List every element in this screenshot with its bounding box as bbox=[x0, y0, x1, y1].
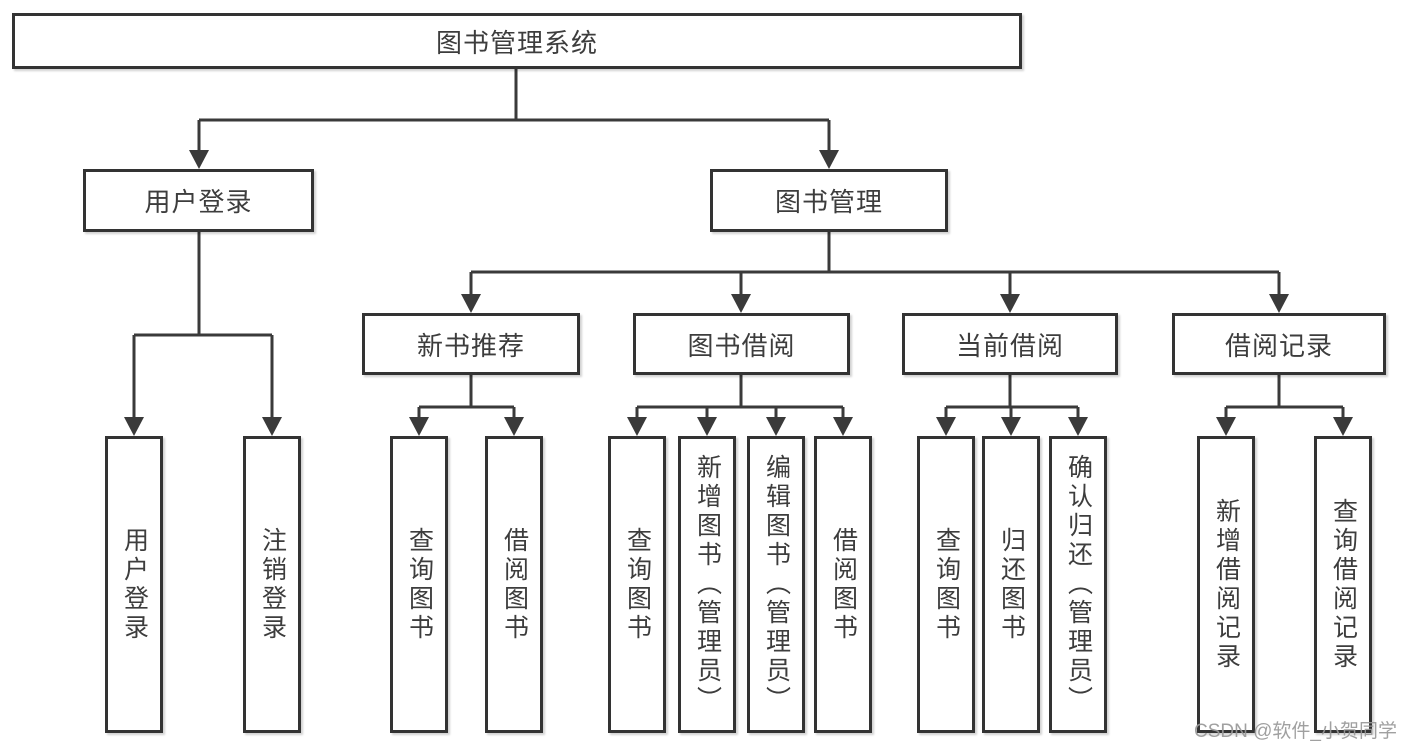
node-leaf-user-login: 用户登录 bbox=[105, 436, 163, 733]
node-current-borrow-label: 当前借阅 bbox=[955, 330, 1064, 361]
node-leaf-cb-confirm-return: 确认归还（管理员） bbox=[1049, 436, 1107, 733]
csdn-watermark: CSDN @软件_小贺同学 bbox=[1194, 721, 1397, 742]
node-leaf-nb-borrow-books: 借阅图书 bbox=[485, 436, 543, 733]
node-new-book-rec: 新书推荐 bbox=[362, 313, 580, 375]
node-leaf-logout: 注销登录 bbox=[243, 436, 301, 733]
node-leaf-bb-query-books: 查询图书 bbox=[608, 436, 666, 733]
node-leaf-cb-query-books-label: 查询图书 bbox=[932, 526, 961, 643]
node-user-login-group-label: 用户登录 bbox=[144, 187, 253, 217]
node-root-system-label: 图书管理系统 bbox=[435, 27, 598, 58]
node-leaf-bb-query-books-label: 查询图书 bbox=[623, 526, 652, 643]
node-new-book-rec-label: 新书推荐 bbox=[416, 330, 525, 361]
node-borrow-records-label: 借阅记录 bbox=[1224, 330, 1333, 361]
node-book-mgmt-group: 图书管理 bbox=[710, 169, 948, 232]
node-leaf-bb-add-books: 新增图书（管理员） bbox=[678, 436, 736, 733]
node-book-mgmt-group-label: 图书管理 bbox=[774, 187, 883, 217]
node-leaf-nb-borrow-books-label: 借阅图书 bbox=[500, 526, 529, 643]
node-leaf-nb-query-books: 查询图书 bbox=[390, 436, 448, 733]
node-borrow-records: 借阅记录 bbox=[1172, 313, 1386, 375]
node-leaf-bb-borrow-books-label: 借阅图书 bbox=[829, 526, 858, 643]
connector-stems bbox=[132, 69, 1345, 420]
node-current-borrow: 当前借阅 bbox=[902, 313, 1118, 375]
connector-arrowheads bbox=[124, 150, 1353, 436]
node-leaf-logout-label: 注销登录 bbox=[258, 526, 287, 643]
node-user-login-group: 用户登录 bbox=[83, 169, 314, 232]
node-leaf-cb-return-books: 归还图书 bbox=[982, 436, 1040, 733]
node-leaf-br-add-record-label: 新增借阅记录 bbox=[1212, 497, 1241, 672]
node-leaf-cb-query-books: 查询图书 bbox=[917, 436, 975, 733]
node-root-system: 图书管理系统 bbox=[12, 13, 1022, 69]
node-leaf-user-login-label: 用户登录 bbox=[120, 526, 149, 643]
node-leaf-br-query-record-label: 查询借阅记录 bbox=[1329, 497, 1358, 672]
node-leaf-cb-confirm-return-label: 确认归还（管理员） bbox=[1064, 454, 1093, 715]
node-leaf-bb-borrow-books: 借阅图书 bbox=[814, 436, 872, 733]
node-leaf-bb-edit-books: 编辑图书（管理员） bbox=[747, 436, 805, 733]
node-leaf-bb-add-books-label: 新增图书（管理员） bbox=[693, 454, 722, 715]
node-book-borrow: 图书借阅 bbox=[633, 313, 850, 375]
node-book-borrow-label: 图书借阅 bbox=[687, 330, 796, 361]
node-leaf-bb-edit-books-label: 编辑图书（管理员） bbox=[762, 454, 791, 715]
node-leaf-cb-return-books-label: 归还图书 bbox=[997, 526, 1026, 643]
node-leaf-nb-query-books-label: 查询图书 bbox=[405, 526, 434, 643]
node-leaf-br-add-record: 新增借阅记录 bbox=[1197, 436, 1255, 733]
node-leaf-br-query-record: 查询借阅记录 bbox=[1314, 436, 1372, 733]
